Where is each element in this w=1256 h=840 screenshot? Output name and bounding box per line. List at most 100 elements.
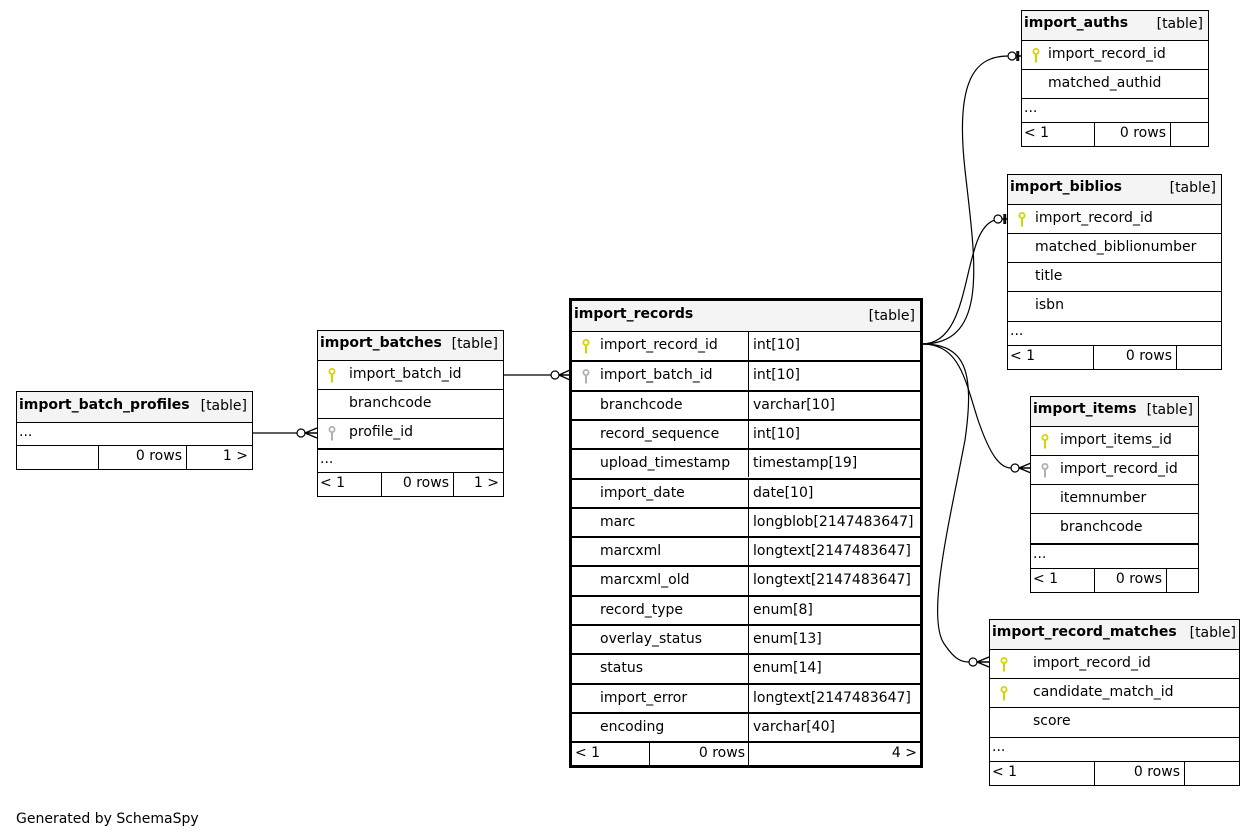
footer-children[interactable]: 1 > bbox=[453, 473, 503, 496]
column-row[interactable]: import_items_id bbox=[1031, 426, 1198, 455]
table-import-items[interactable]: import_items [table] import_items_id imp… bbox=[1030, 396, 1199, 593]
column-row[interactable]: score bbox=[990, 707, 1239, 737]
column-name: overlay_status bbox=[600, 631, 702, 647]
column-name: marcxml bbox=[600, 543, 662, 560]
table-footer: < 1 0 rows bbox=[990, 761, 1239, 785]
footer-parents[interactable]: < 1 bbox=[1010, 348, 1036, 364]
column-row[interactable]: overlay_status enum[13] bbox=[572, 624, 920, 654]
column-type-cell: varchar[40] bbox=[748, 713, 920, 742]
column-name: marc bbox=[600, 513, 636, 530]
primary-key-icon bbox=[1018, 212, 1026, 227]
column-type-cell: longtext[2147483647] bbox=[748, 567, 920, 595]
footer-parents[interactable]: < 1 bbox=[1033, 571, 1059, 587]
footer-row-count: 0 rows bbox=[649, 743, 748, 768]
relationship-records-items bbox=[921, 343, 1032, 474]
column-name: import_record_id bbox=[1033, 655, 1151, 671]
footer-row-count: 0 rows bbox=[1094, 123, 1170, 146]
table-name: import_record_matches bbox=[992, 624, 1177, 640]
column-row[interactable]: import_record_id bbox=[990, 649, 1239, 678]
ellipsis: ... bbox=[19, 424, 33, 440]
column-row[interactable]: isbn bbox=[1008, 291, 1221, 321]
table-type: [table] bbox=[200, 398, 247, 414]
column-name: import_record_id bbox=[600, 337, 718, 353]
column-row[interactable]: candidate_match_id bbox=[990, 678, 1239, 707]
ellipsis: ... bbox=[992, 739, 1006, 755]
footer-parents[interactable]: < 1 bbox=[1024, 125, 1050, 141]
column-type: longtext[2147483647] bbox=[753, 689, 911, 706]
column-row[interactable]: import_record_id bbox=[1008, 204, 1221, 233]
column-row[interactable]: import_record_id bbox=[1031, 455, 1198, 484]
footer-children[interactable]: 1 > bbox=[186, 446, 252, 469]
table-ellipsis-row: ... bbox=[990, 737, 1239, 761]
column-name: status bbox=[600, 660, 644, 677]
primary-key-icon bbox=[582, 339, 590, 354]
table-header: import_biblios [table] bbox=[1008, 175, 1221, 204]
footer-children[interactable] bbox=[1170, 123, 1208, 146]
column-row[interactable]: import_record_id bbox=[1022, 40, 1208, 69]
primary-key-icon bbox=[1032, 48, 1040, 63]
column-name: score bbox=[1033, 713, 1071, 729]
table-import-biblios[interactable]: import_biblios [table] import_record_id … bbox=[1007, 174, 1222, 370]
primary-key-icon bbox=[1000, 686, 1008, 701]
footer-row-count: 0 rows bbox=[1093, 346, 1176, 369]
column-row[interactable]: import_error longtext[2147483647] bbox=[572, 682, 920, 712]
column-type-cell: enum[13] bbox=[748, 626, 920, 654]
table-import-record-matches[interactable]: import_record_matches [table] import_rec… bbox=[989, 619, 1240, 786]
footer-parents[interactable] bbox=[17, 446, 98, 469]
table-import-batch-profiles[interactable]: import_batch_profiles [table] ... 0 rows… bbox=[16, 391, 253, 470]
column-name: branchcode bbox=[600, 396, 683, 413]
ellipsis: ... bbox=[320, 451, 334, 467]
footer-parents[interactable]: < 1 bbox=[320, 475, 346, 491]
column-row[interactable]: itemnumber bbox=[1031, 484, 1198, 513]
table-type: [table] bbox=[1189, 625, 1236, 641]
footer-parents[interactable]: < 1 bbox=[992, 764, 1018, 780]
relationship-records-matches bbox=[921, 343, 990, 668]
column-name: isbn bbox=[1035, 297, 1064, 313]
column-name: itemnumber bbox=[1060, 490, 1147, 506]
column-name: title bbox=[1035, 268, 1063, 284]
primary-key-icon bbox=[1000, 657, 1008, 672]
column-type: date[10] bbox=[753, 484, 814, 501]
table-name: import_items bbox=[1033, 401, 1137, 417]
table-import-auths[interactable]: import_auths [table] import_record_id ma… bbox=[1021, 10, 1209, 147]
column-name: branchcode bbox=[1060, 519, 1143, 535]
column-row[interactable]: profile_id bbox=[318, 418, 503, 448]
footer-children[interactable]: 4 > bbox=[748, 743, 920, 768]
column-name: profile_id bbox=[349, 424, 413, 440]
table-footer: < 1 0 rows bbox=[1031, 568, 1198, 592]
column-row[interactable]: import_batch_id bbox=[318, 360, 503, 389]
column-name: import_error bbox=[600, 689, 688, 706]
table-ellipsis-row: ... bbox=[1031, 543, 1198, 568]
column-row[interactable]: matched_biblionumber bbox=[1008, 233, 1221, 262]
table-import-batches[interactable]: import_batches [table] import_batch_id b… bbox=[317, 330, 504, 497]
column-name: record_sequence bbox=[600, 425, 720, 442]
table-header: import_auths [table] bbox=[1022, 11, 1208, 40]
footer-children[interactable] bbox=[1166, 569, 1198, 592]
column-row[interactable]: branchcode bbox=[1031, 513, 1198, 543]
relationship-batches-records bbox=[504, 369, 571, 381]
table-ellipsis-row: ... bbox=[1022, 98, 1208, 122]
footer-parents[interactable]: < 1 bbox=[575, 745, 601, 761]
table-type: [table] bbox=[1169, 180, 1216, 196]
relationship-records-auths bbox=[921, 51, 1021, 345]
column-row[interactable]: branchcode bbox=[318, 389, 503, 418]
footer-children[interactable] bbox=[1176, 346, 1221, 369]
footer-children[interactable] bbox=[1184, 762, 1239, 785]
column-row[interactable]: title bbox=[1008, 262, 1221, 291]
column-row[interactable]: matched_authid bbox=[1022, 69, 1208, 98]
column-name: import_items_id bbox=[1060, 432, 1172, 448]
table-footer: 0 rows 1 > bbox=[17, 445, 252, 469]
